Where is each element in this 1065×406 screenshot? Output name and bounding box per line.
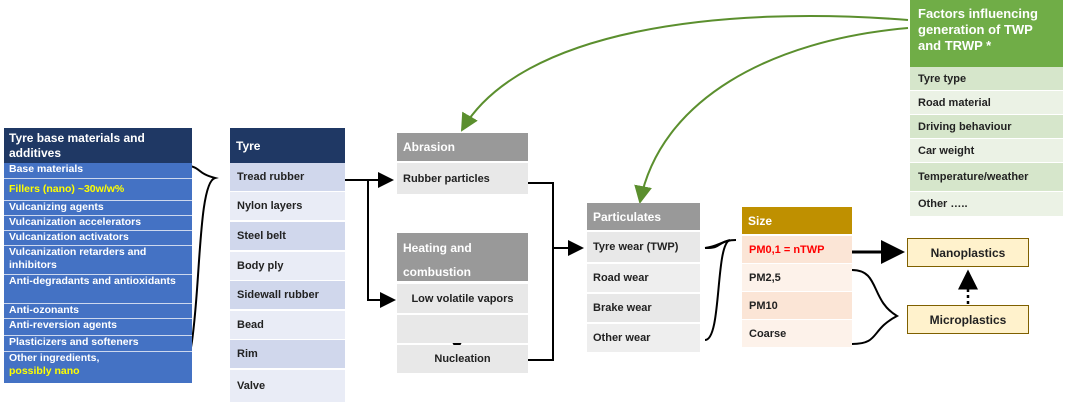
tread-to-heating-arrow <box>367 180 396 308</box>
material-anti-ozonants: Anti-ozonants <box>4 304 192 319</box>
factors-title: Factors influencing generation of TWP an… <box>910 0 1063 67</box>
factor-road-material: Road material <box>910 91 1063 115</box>
size-brace-top <box>704 239 737 249</box>
particulates-title: Particulates <box>587 203 700 230</box>
particulates-tyre-wear: Tyre wear (TWP) <box>587 232 700 262</box>
size-brace <box>704 239 731 341</box>
factors-to-abrasion-arrow <box>460 14 909 132</box>
heating-empty-cell <box>397 315 528 343</box>
material-vulcanization-accelerators: Vulcanization accelerators <box>4 216 192 231</box>
material-base: Base materials <box>4 163 192 179</box>
material-anti-degradants: Anti-degradants and antioxidants <box>4 275 192 304</box>
merge-bracket <box>528 182 554 361</box>
abrasion-title: Abrasion <box>397 133 528 161</box>
factor-tyre-type: Tyre type <box>910 67 1063 91</box>
tyre-item-rim: Rim <box>230 340 345 369</box>
factor-other: Other ….. <box>910 192 1063 217</box>
heating-low-volatile-vapors: Low volatile vapors <box>397 284 528 313</box>
microplastics-box: Microplastics <box>907 305 1029 334</box>
tyre-item-body-ply: Body ply <box>230 252 345 281</box>
material-other-sub: possibly nano <box>9 365 80 377</box>
material-anti-reversion: Anti-reversion agents <box>4 319 192 336</box>
tyre-item-sidewall-rubber: Sidewall rubber <box>230 281 345 310</box>
heating-title: Heating and combustion <box>397 233 528 281</box>
factor-temperature-weather: Temperature/weather <box>910 163 1063 192</box>
factor-driving-behaviour: Driving behaviour <box>910 115 1063 139</box>
factors-to-particulates-arrow <box>634 27 909 204</box>
particulates-other-wear: Other wear <box>587 324 700 352</box>
material-other-label: Other ingredients, <box>9 352 100 364</box>
size-title: Size <box>742 207 852 234</box>
abrasion-rubber-particles: Rubber particles <box>397 163 528 194</box>
size-pm01-ntwp: PM0,1 = nTWP <box>742 236 852 264</box>
heating-nucleation: Nucleation <box>397 345 528 373</box>
material-other: Other ingredients, possibly nano <box>4 352 192 383</box>
material-vulcanizing-agents: Vulcanizing agents <box>4 201 192 216</box>
materials-title: Tyre base materials and additives <box>4 128 192 163</box>
material-vulcanization-retarders: Vulcanization retarders and inhibitors <box>4 246 192 275</box>
tyre-item-steel-belt: Steel belt <box>230 222 345 251</box>
size-coarse: Coarse <box>742 320 852 348</box>
micro-brace <box>851 269 900 345</box>
materials-list: Base materials Fillers (nano) ~30w/w% Vu… <box>4 163 192 383</box>
tyre-item-valve: Valve <box>230 370 345 403</box>
tyre-item-tread-rubber: Tread rubber <box>230 163 345 192</box>
material-fillers: Fillers (nano) ~30w/w% <box>4 179 192 201</box>
tyre-title: Tyre <box>230 128 345 163</box>
tyre-item-bead: Bead <box>230 311 345 340</box>
size-pm25: PM2,5 <box>742 264 852 292</box>
tyre-item-nylon-layers: Nylon layers <box>230 192 345 221</box>
factor-car-weight: Car weight <box>910 139 1063 163</box>
material-plasticizers: Plasticizers and softeners <box>4 336 192 352</box>
particulates-road-wear: Road wear <box>587 264 700 292</box>
nanoplastics-box: Nanoplastics <box>907 238 1029 267</box>
material-vulcanization-activators: Vulcanization activators <box>4 231 192 246</box>
particulates-brake-wear: Brake wear <box>587 294 700 322</box>
size-pm10: PM10 <box>742 292 852 320</box>
